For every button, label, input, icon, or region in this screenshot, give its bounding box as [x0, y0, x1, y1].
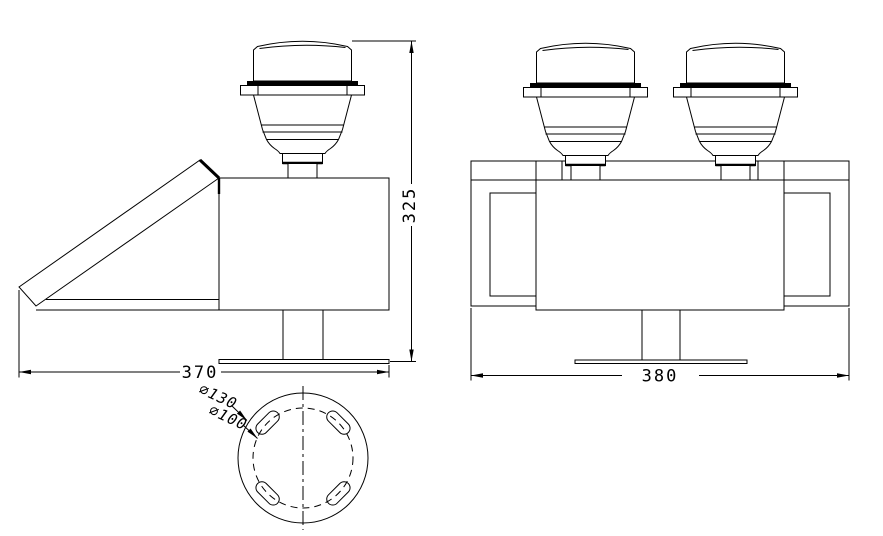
panel-inner-left [489, 192, 537, 297]
arrow-left-icon [471, 373, 483, 378]
dim-front-width: 380 [470, 308, 850, 387]
panel-inner-right [783, 192, 831, 297]
pedestal-front [641, 309, 681, 361]
battery-box-front [535, 160, 785, 311]
pedestal-side [282, 309, 324, 360]
dim-height-label: 325 [400, 187, 420, 224]
dim-side-width: 370 [18, 290, 390, 383]
slot-upper-left [255, 410, 280, 435]
mounting-slots [255, 410, 351, 506]
dim-front-width-label: 380 [642, 367, 679, 387]
front-view [470, 42, 850, 364]
bottom-view [237, 386, 369, 530]
slot-lower-left [255, 481, 280, 506]
bolt-circle [252, 407, 354, 509]
side-view [18, 40, 390, 364]
arrow-right-icon [377, 369, 389, 375]
dim-height: 325 [352, 40, 420, 362]
arrow-up-icon [409, 41, 414, 53]
lantern-head-front-right [672, 42, 799, 182]
arrow-left-icon [19, 369, 31, 375]
leader-arrow-icon [236, 410, 247, 421]
lantern-head-side [239, 40, 366, 180]
slot-upper-right [326, 410, 351, 435]
arrow-right-icon [837, 373, 849, 378]
base-plate-side [218, 359, 390, 364]
dim-side-width-label: 370 [182, 363, 219, 383]
solar-panel-edge [198, 158, 221, 180]
slot-lower-right [326, 481, 351, 506]
lantern-head-front-left [522, 42, 649, 182]
base-plate-front [574, 359, 748, 364]
battery-box-side [218, 177, 390, 311]
dimension-annotations: 325 370 380 ∅130 [18, 40, 850, 439]
arrow-down-icon [409, 349, 414, 362]
leader-arrow-icon [247, 428, 258, 439]
solar-panel [18, 159, 220, 307]
